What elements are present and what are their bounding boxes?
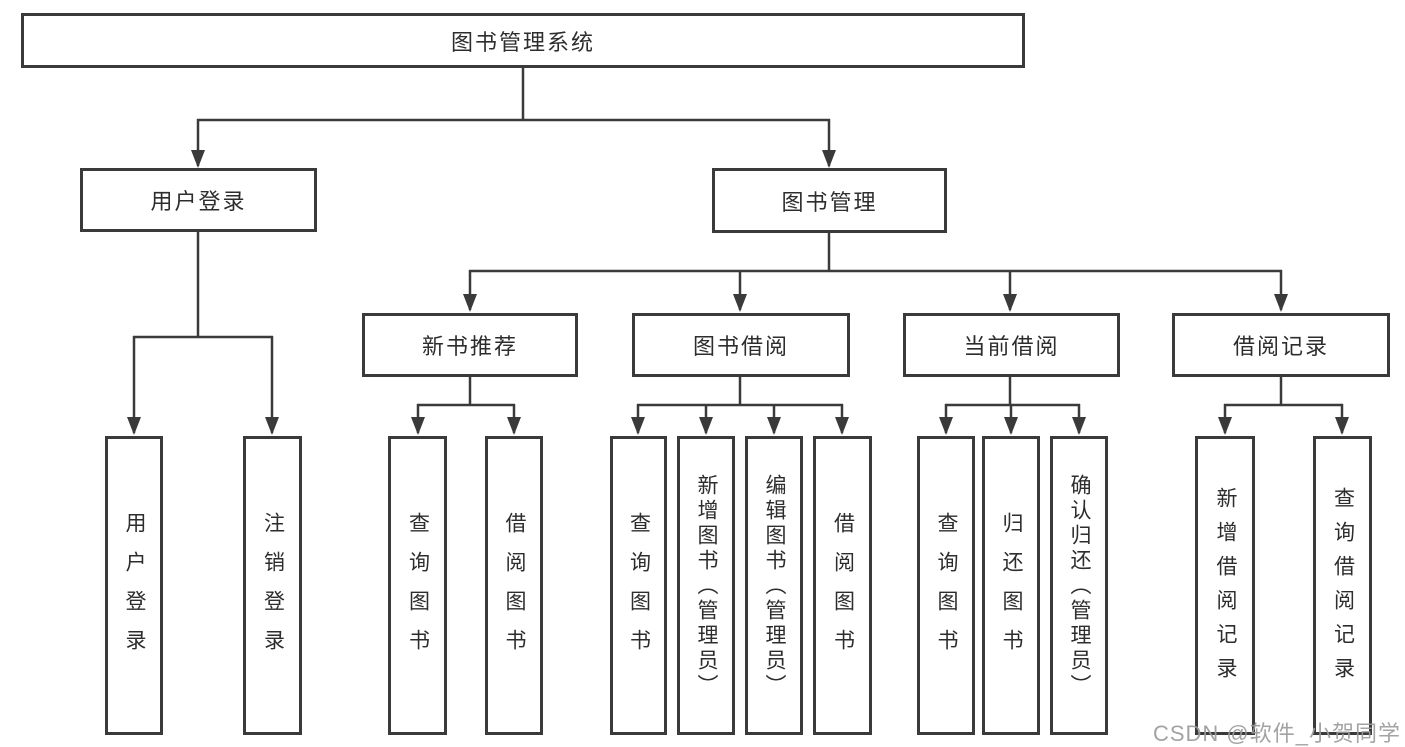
leaf-confirm-return-admin-label: 确认归还（管理员） [1068, 474, 1091, 699]
leaf-borrow-borrow-books-label: 借阅图书 [831, 512, 855, 668]
leaf-borrow-query-books-label: 查询图书 [627, 512, 651, 668]
node-book-management: 图书管理 [712, 168, 947, 233]
node-book-management-label: 图书管理 [781, 189, 878, 215]
leaf-query-borrow-record-label: 查询借阅记录 [1331, 487, 1355, 691]
leaf-query-borrow-record: 查询借阅记录 [1313, 436, 1372, 735]
leaf-add-borrow-record-label: 新增借阅记录 [1214, 487, 1237, 691]
node-new-book-recommend: 新书推荐 [362, 313, 578, 377]
node-root: 图书管理系统 [21, 13, 1025, 68]
node-current-borrow-label: 当前借阅 [963, 334, 1060, 359]
leaf-current-query-books: 查询图书 [917, 436, 975, 735]
leaf-add-books-admin: 新增图书（管理员） [677, 436, 735, 735]
node-root-label: 图书管理系统 [450, 29, 595, 55]
leaf-borrow-query-books: 查询图书 [610, 436, 667, 735]
leaf-add-borrow-record: 新增借阅记录 [1195, 436, 1255, 735]
leaf-return-books-label: 归还图书 [1000, 512, 1023, 668]
leaf-logout-label: 注销登录 [261, 512, 285, 668]
leaf-edit-books-admin: 编辑图书（管理员） [745, 436, 803, 735]
node-book-borrow: 图书借阅 [632, 313, 850, 377]
leaf-current-query-books-label: 查询图书 [935, 512, 958, 668]
leaf-borrow-borrow-books: 借阅图书 [813, 436, 872, 735]
node-user-login-label: 用户登录 [150, 189, 247, 214]
leaf-confirm-return-admin: 确认归还（管理员） [1050, 436, 1108, 735]
node-user-login: 用户登录 [80, 168, 317, 232]
leaf-user-login-label: 用户登录 [123, 512, 146, 668]
leaf-return-books: 归还图书 [982, 436, 1040, 735]
leaf-add-books-admin-label: 新增图书（管理员） [695, 474, 718, 699]
leaf-recommend-query-books: 查询图书 [388, 436, 447, 735]
node-borrow-records: 借阅记录 [1172, 313, 1390, 377]
leaf-recommend-borrow-books-label: 借阅图书 [503, 512, 526, 668]
leaf-user-login: 用户登录 [105, 436, 163, 735]
leaf-recommend-borrow-books: 借阅图书 [485, 436, 543, 735]
node-borrow-records-label: 借阅记录 [1232, 334, 1329, 359]
watermark-text: CSDN @软件_小贺同学 [1152, 721, 1401, 746]
leaf-recommend-query-books-label: 查询图书 [406, 512, 430, 668]
node-book-borrow-label: 图书借阅 [692, 334, 789, 359]
leaf-logout: 注销登录 [243, 436, 302, 735]
node-new-book-recommend-label: 新书推荐 [421, 334, 518, 359]
node-current-borrow: 当前借阅 [903, 313, 1120, 377]
leaf-edit-books-admin-label: 编辑图书（管理员） [763, 474, 786, 699]
